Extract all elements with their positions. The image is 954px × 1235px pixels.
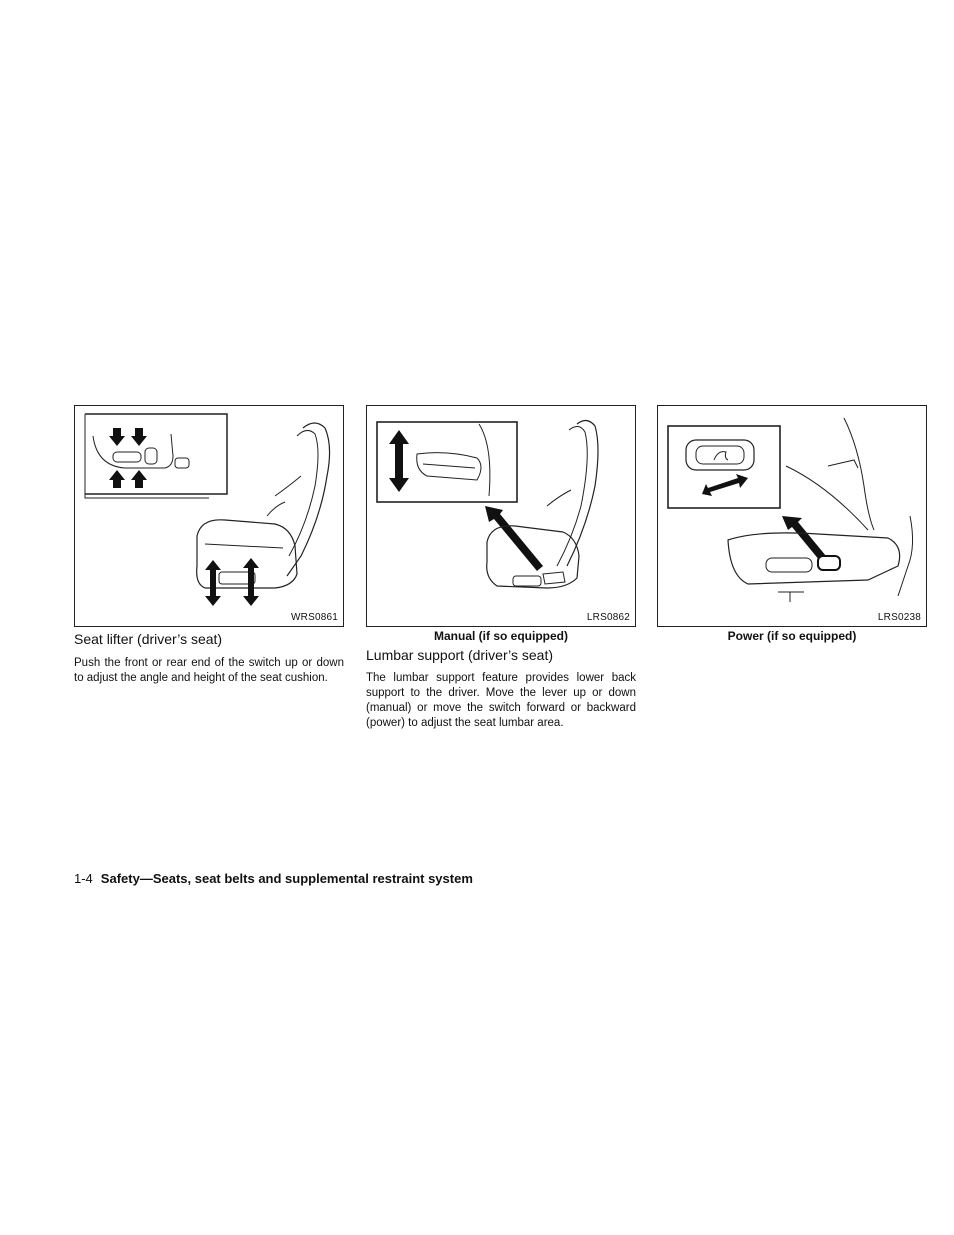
lumbar-manual-illustration xyxy=(376,419,599,589)
page-number: 1-4 xyxy=(74,871,93,886)
figure-caption-manual: Manual (if so equipped) xyxy=(434,629,568,643)
lumbar-body: The lumbar support feature provides lowe… xyxy=(366,672,636,729)
figure-code: WRS0861 xyxy=(291,612,338,623)
page-footer: 1-4 Safety—Seats, seat belts and suppleme… xyxy=(74,871,473,886)
seat-lifter-body: Push the front or rear end of the switch… xyxy=(74,657,344,684)
lumbar-heading: Lumbar support (driver’s seat) xyxy=(366,647,554,663)
figure-caption-power: Power (if so equipped) xyxy=(727,629,857,643)
lumbar-power-illustration xyxy=(667,417,914,602)
figure-seat-lifter: WRS0861 xyxy=(74,405,344,627)
figure-code: LRS0238 xyxy=(877,612,921,623)
figure-code: LRS0862 xyxy=(586,612,630,623)
section-title: Safety—Seats, seat belts and supplementa… xyxy=(100,871,473,886)
figure-lumbar-power: LRS0238 xyxy=(657,405,927,627)
figure-lumbar-manual: LRS0862 xyxy=(366,405,636,627)
seat-lifter-illustration xyxy=(84,413,331,606)
seat-lifter-heading: Seat lifter (driver’s seat) xyxy=(74,631,223,647)
